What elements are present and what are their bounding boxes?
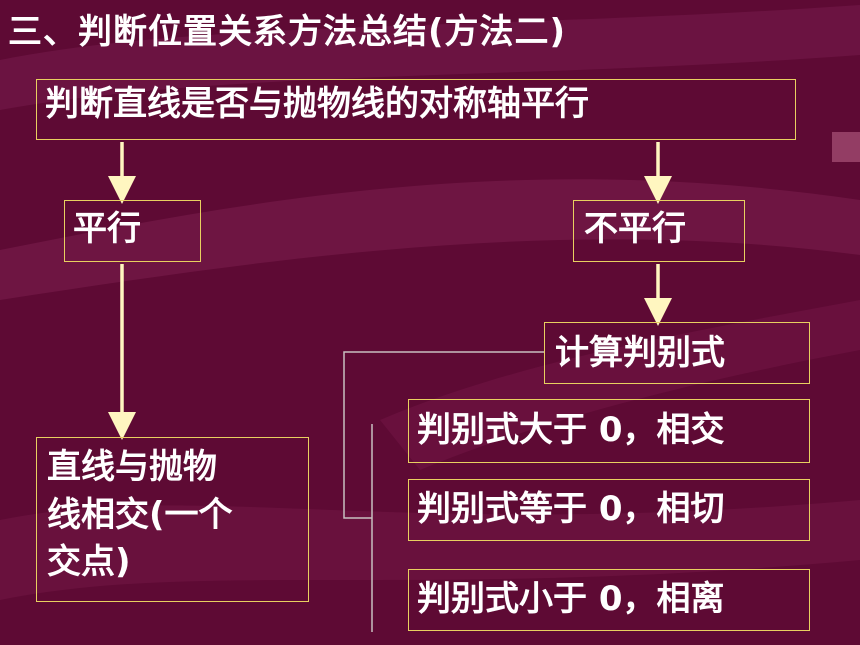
one-intersection-line-3: 交点) — [47, 542, 131, 583]
discriminant-positive-box: 判别式大于 0，相交 — [408, 399, 810, 463]
one-intersection-box: 直线与抛物 线相交(一个 交点) — [36, 437, 309, 602]
discriminant-box: 计算判别式 — [544, 322, 810, 384]
question-box: 判断直线是否与抛物线的对称轴平行 — [36, 79, 796, 140]
discriminant-zero-box: 判别式等于 0，相切 — [408, 479, 810, 541]
one-intersection-line-2: 线相交(一个 — [47, 494, 233, 535]
page-title: 三、判断位置关系方法总结(方法二) — [8, 12, 567, 52]
discriminant-negative-box: 判别式小于 0，相离 — [408, 569, 810, 631]
not-parallel-box: 不平行 — [573, 200, 745, 262]
parallel-box: 平行 — [64, 200, 201, 262]
one-intersection-line-1: 直线与抛物 — [47, 447, 217, 487]
